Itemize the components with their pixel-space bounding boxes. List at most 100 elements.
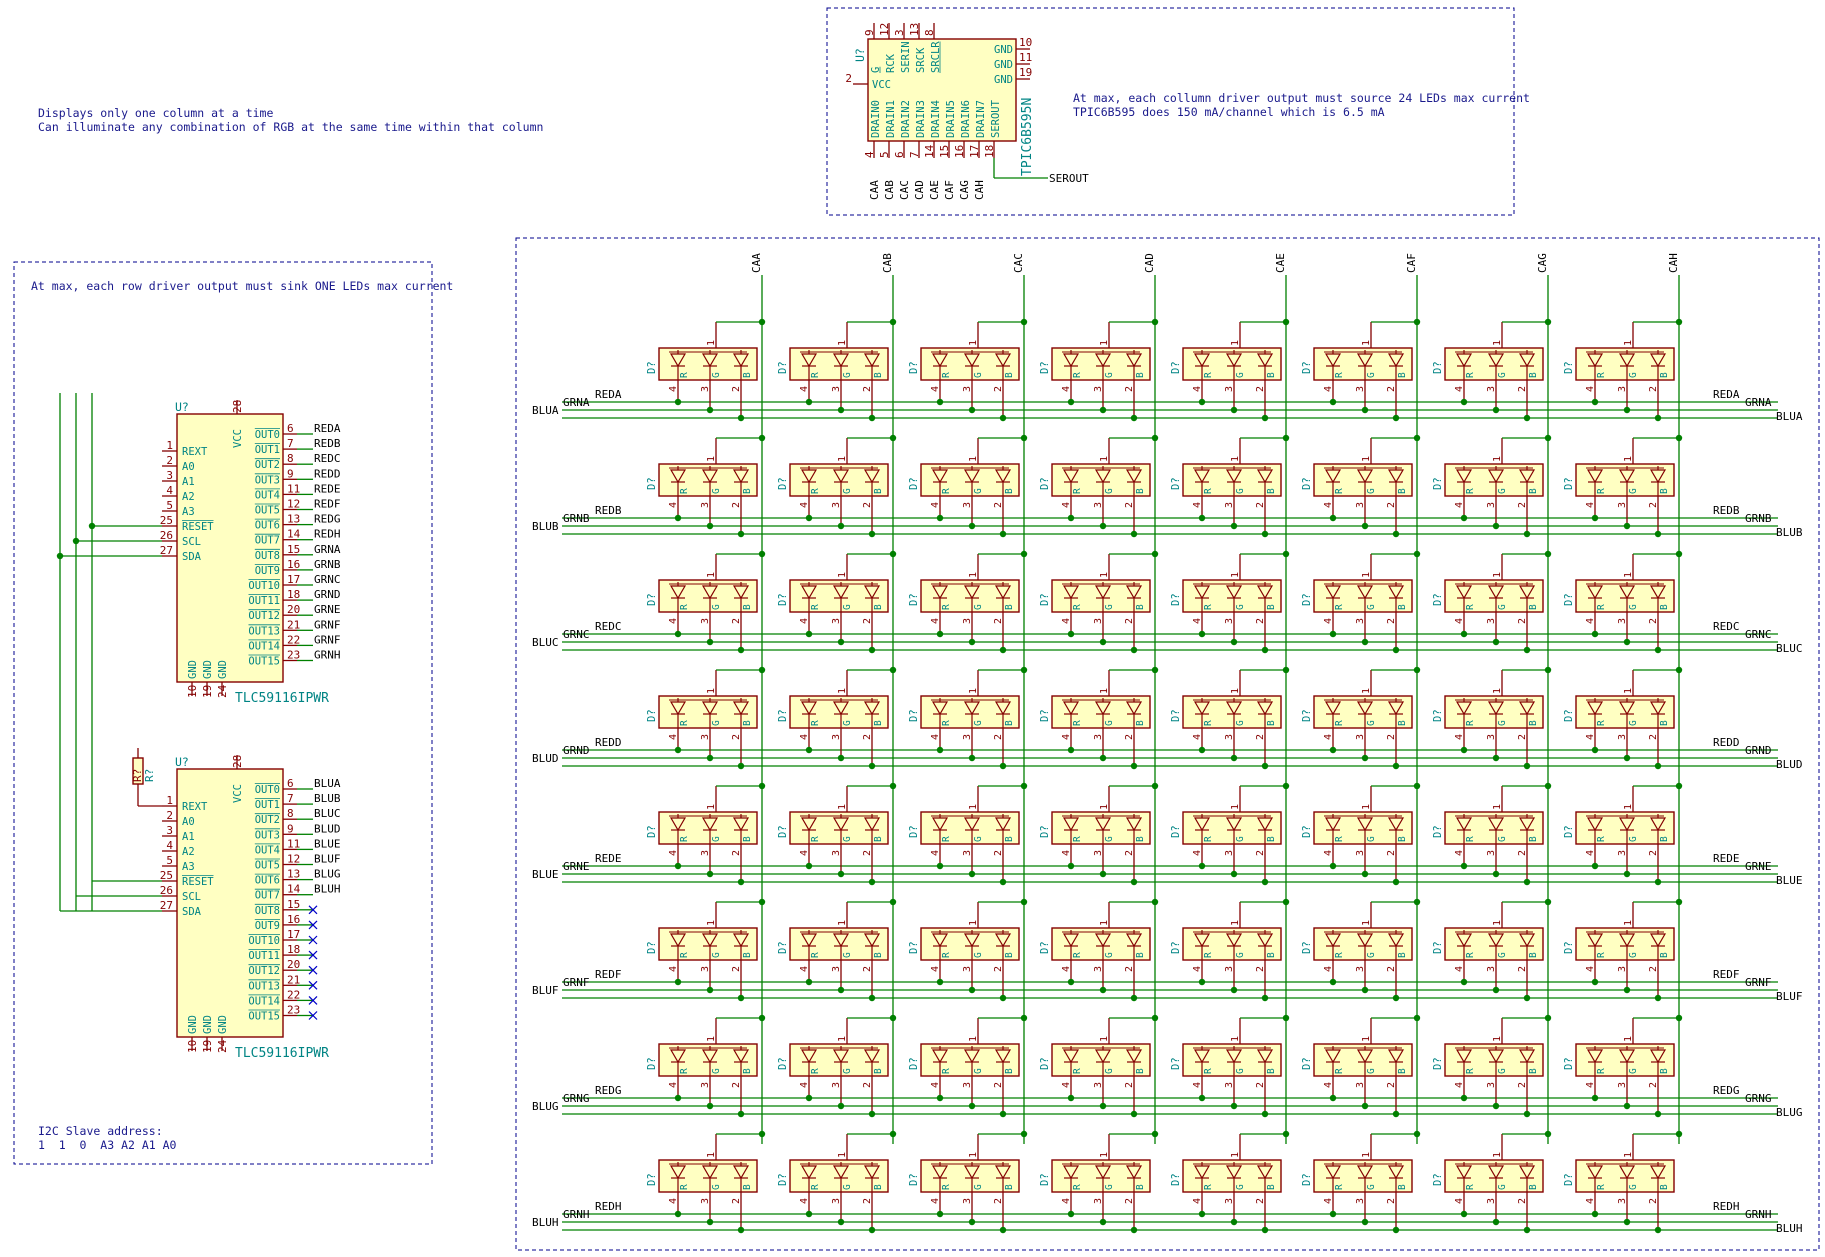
pin-name: A2 [182, 846, 195, 858]
row-net-label: BLUC [532, 636, 559, 649]
junction-dot [1067, 978, 1075, 986]
junction-dot [1151, 550, 1159, 558]
pin-number: 16 [287, 913, 300, 926]
pin-number: 4 [1061, 850, 1072, 856]
pin-number: 19 [201, 685, 214, 698]
pin-name: A3 [182, 861, 195, 873]
pin-number: 4 [1323, 1198, 1334, 1204]
junction-dot [1654, 878, 1662, 886]
pin-name: G [1497, 1068, 1508, 1074]
pin-name: R [1465, 1068, 1476, 1074]
led-ref: D? [1301, 593, 1313, 606]
junction-dot [1654, 1226, 1662, 1234]
junction-dot [1654, 762, 1662, 770]
pin-name: G [842, 720, 853, 726]
led-body [789, 695, 889, 729]
led-ref: D? [1301, 709, 1313, 722]
junction-dot [1198, 398, 1206, 406]
pin-number: 4 [166, 484, 173, 497]
junction-dot [837, 1102, 845, 1110]
row-net-label: BLUF [1776, 990, 1803, 1003]
pin-name: GND [217, 1015, 229, 1034]
pin-number: 5 [166, 854, 173, 867]
pin-name: B [742, 488, 753, 494]
junction-dot [1130, 646, 1138, 654]
pin-name: G [973, 488, 984, 494]
pin-number: 1 [837, 1036, 848, 1042]
junction-dot [737, 646, 745, 654]
junction-dot [968, 870, 976, 878]
pin-name: G [973, 604, 984, 610]
junction-dot [1067, 862, 1075, 870]
pin-number: 2 [1124, 734, 1135, 740]
resistor-value: R? [143, 769, 156, 782]
no-connect-mark [308, 905, 318, 915]
pin-name: B [1266, 488, 1277, 494]
pin-number: 2 [993, 966, 1004, 972]
pin-name: B [1135, 1068, 1146, 1074]
junction-dot [1413, 318, 1421, 326]
junction-dot [1523, 878, 1531, 886]
junction-dot [1523, 414, 1531, 422]
pin-name: GND [187, 1015, 199, 1034]
led-ref: D? [1039, 1057, 1051, 1070]
pin-name: G [1235, 372, 1246, 378]
i2c-bits: 1 1 0 A3 A2 A1 A0 [38, 1137, 177, 1152]
pin-name: R [1072, 720, 1083, 726]
junction-dot [1623, 522, 1631, 530]
pin-number: 1 [1099, 804, 1110, 810]
pin-name: G [842, 1184, 853, 1190]
pin-number: 4 [1192, 618, 1203, 624]
pin-name: B [1135, 488, 1146, 494]
pin-name: G [711, 720, 722, 726]
pin-number: 1 [1361, 340, 1372, 346]
junction-dot [1282, 782, 1290, 790]
pin-name: R [1596, 372, 1607, 378]
pin-number: 1 [1492, 456, 1503, 462]
led-ref: D? [1039, 593, 1051, 606]
junction-dot [1623, 754, 1631, 762]
pin-name: OUT7 [255, 890, 280, 902]
pin-name: G [711, 604, 722, 610]
pin-number: 2 [862, 966, 873, 972]
pin-number: 5 [878, 151, 891, 158]
pin-number: 4 [1192, 966, 1203, 972]
pin-name: G [1235, 952, 1246, 958]
pin-number: 4 [930, 850, 941, 856]
led-ref: D? [1301, 941, 1313, 954]
row-net-label: GRNH [563, 1208, 590, 1221]
pin-number: 3 [700, 850, 711, 856]
pin-name: G [1366, 952, 1377, 958]
led-ref: D? [1563, 1173, 1575, 1186]
pin-name: B [742, 952, 753, 958]
junction-dot [1282, 550, 1290, 558]
pin-number: 3 [831, 502, 842, 508]
junction-dot [1099, 754, 1107, 762]
junction-dot [1623, 1218, 1631, 1226]
pin-number: 19 [1019, 66, 1032, 79]
row-driver-box [13, 261, 433, 1165]
pin-number: 2 [1255, 850, 1266, 856]
pin-number: 3 [1093, 966, 1104, 972]
junction-dot [936, 746, 944, 754]
led-ref: D? [646, 709, 658, 722]
pin-number: 3 [1224, 1082, 1235, 1088]
pin-name: B [1004, 1068, 1015, 1074]
led-ref: D? [1563, 825, 1575, 838]
junction-dot [837, 522, 845, 530]
pin-name: OUT0 [255, 784, 280, 796]
pin-number: 1 [1230, 456, 1241, 462]
pin-number: 1 [837, 804, 848, 810]
pin-number: 3 [1093, 618, 1104, 624]
junction-dot [1261, 878, 1269, 886]
pin-number: 3 [1486, 1082, 1497, 1088]
pin-number: 2 [166, 454, 173, 467]
net-label: BLUC [314, 807, 341, 820]
pin-name: R [1465, 720, 1476, 726]
pin-number: 1 [706, 688, 717, 694]
pin-name: R [810, 1068, 821, 1074]
pin-number: 3 [1617, 734, 1628, 740]
pin-number: 1 [1099, 688, 1110, 694]
